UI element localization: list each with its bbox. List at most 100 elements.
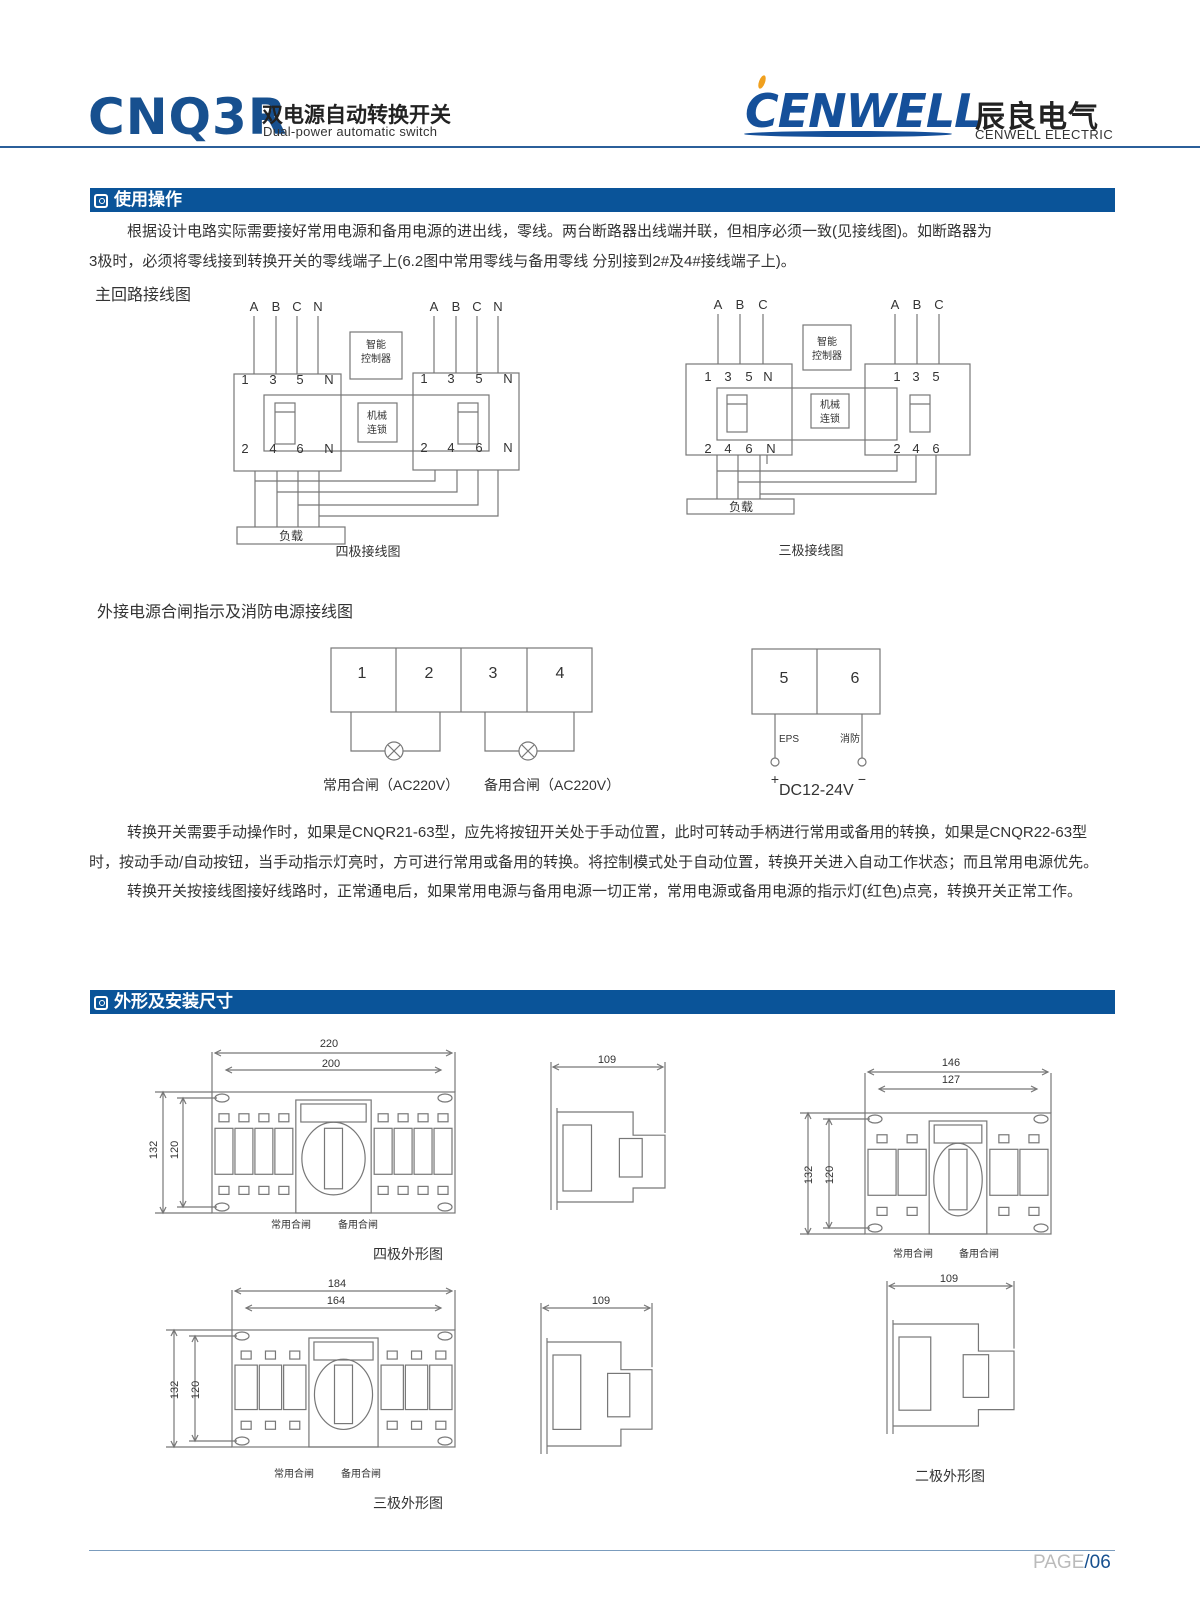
screw xyxy=(417,1185,429,1195)
screw xyxy=(998,1206,1010,1216)
paragraph-line: 根据设计电路实际需要接好常用电源和备用电源的进出线，零线。两台断路器出线端并联，… xyxy=(127,223,992,240)
terminal-label: 2 xyxy=(425,665,434,682)
eps-label: EPS xyxy=(779,734,799,745)
screw xyxy=(876,1206,888,1216)
pole-module xyxy=(283,1364,307,1411)
screw xyxy=(238,1185,250,1195)
breaker-right xyxy=(412,372,520,471)
wire xyxy=(738,455,917,483)
pole-module xyxy=(258,1364,283,1411)
screw xyxy=(417,1113,429,1123)
lamp-icon xyxy=(384,741,404,761)
arrowhead xyxy=(887,1282,896,1290)
screw xyxy=(437,1185,449,1195)
phase-label: B xyxy=(452,299,461,314)
interlock-label: 连锁 xyxy=(820,412,840,425)
logo-mark-icon xyxy=(744,75,952,137)
intro-paragraph: 根据设计电路实际需要接好常用电源和备用电源的进出线，零线。两台断路器出线端并联，… xyxy=(89,217,1115,276)
interlock-label: 连锁 xyxy=(367,423,387,436)
pole-module xyxy=(1019,1148,1049,1196)
dim-label: 220 xyxy=(320,1038,338,1050)
page-number: PAGE/06 xyxy=(1033,1552,1111,1573)
arrowhead xyxy=(825,1221,833,1230)
wire xyxy=(760,455,937,495)
phase-label: B xyxy=(272,299,281,314)
terminal-point xyxy=(857,757,867,767)
rotary-dial xyxy=(301,1121,366,1196)
side-outline xyxy=(557,1111,666,1203)
screw xyxy=(410,1420,423,1430)
pole-module xyxy=(867,1148,897,1196)
arrowhead xyxy=(825,1117,833,1126)
rotary-dial xyxy=(933,1142,983,1217)
terminal-label: N xyxy=(766,441,775,456)
arrowhead xyxy=(213,1049,222,1057)
dim-label: 127 xyxy=(942,1074,960,1086)
product-title-en: Dual-power automatic switch xyxy=(263,124,438,139)
arrowhead xyxy=(877,1085,886,1093)
screw xyxy=(906,1134,918,1144)
dc-voltage-label: DC12-24V xyxy=(779,782,854,799)
paragraph: 转换开关按接线图接好线路时，正常通电后，如果常用电源与备用电源一切正常，常用电源… xyxy=(127,883,1082,900)
side-handle xyxy=(606,1372,631,1418)
screw xyxy=(437,1113,449,1123)
two-pole-outline-caption: 二极外形图 xyxy=(915,1468,985,1484)
rotary-dial xyxy=(313,1358,374,1431)
terminal-label: 6 xyxy=(296,441,303,456)
arrowhead xyxy=(244,1304,253,1312)
terminal-block-5-6 xyxy=(751,648,881,715)
backup-close-lamp-label: 备用合闸（AC220V） xyxy=(484,777,620,793)
handle xyxy=(948,1148,968,1211)
phase-label: N xyxy=(493,299,502,314)
dim-label: 120 xyxy=(190,1381,202,1399)
terminal-label: 3 xyxy=(447,371,454,386)
breaker-left xyxy=(685,363,793,456)
brand-logo xyxy=(740,70,970,140)
terminal-label: 1 xyxy=(241,372,248,387)
screw xyxy=(410,1350,423,1360)
pole-module xyxy=(413,1127,433,1175)
arrowhead xyxy=(1041,1068,1050,1076)
external-wiring-title: 外接电源合闸指示及消防电源接线图 xyxy=(97,603,353,621)
controller-label: 智能 xyxy=(817,335,837,348)
screw xyxy=(218,1113,230,1123)
dim-label: 120 xyxy=(824,1166,836,1184)
terminal-label: 1 xyxy=(704,369,711,384)
controller-box xyxy=(802,324,852,371)
screw xyxy=(998,1134,1010,1144)
terminal-label: 2 xyxy=(241,441,248,456)
interlock-box xyxy=(810,393,850,429)
dim-label: 146 xyxy=(942,1057,960,1069)
terminal-label: 4 xyxy=(912,441,919,456)
terminal-label: 2 xyxy=(420,440,427,455)
lamp-icon xyxy=(521,744,535,758)
fire-label: 消防 xyxy=(840,732,860,745)
plus-sign: + xyxy=(771,771,779,787)
arrowhead xyxy=(159,1090,167,1099)
mount-hole xyxy=(437,1093,453,1103)
arrowhead xyxy=(224,1066,233,1074)
terminal-label: 4 xyxy=(724,441,731,456)
terminal-label: 6 xyxy=(851,670,860,687)
load-label: 负载 xyxy=(729,500,753,514)
wire xyxy=(298,470,479,506)
pole-module xyxy=(897,1148,927,1196)
screw xyxy=(435,1420,447,1430)
breaker-left xyxy=(233,373,342,472)
load-label: 负载 xyxy=(279,529,303,543)
phase-label: N xyxy=(313,299,322,314)
pole-module xyxy=(214,1127,234,1175)
terminal-label: 5 xyxy=(296,372,303,387)
paragraph-line: 3极时，必须将零线接到转换开关的零线端子上(6.2图中常用零线与备用零线 分别接… xyxy=(89,252,796,270)
terminal-label: 4 xyxy=(556,665,565,682)
screw xyxy=(876,1134,888,1144)
screw xyxy=(218,1185,230,1195)
lamp-wire xyxy=(537,712,575,752)
lamp-wire xyxy=(403,712,441,752)
phase-label: C xyxy=(472,299,481,314)
four-pole-outline-caption: 四极外形图 xyxy=(373,1246,443,1262)
phase-label: A xyxy=(891,297,900,312)
pole-module xyxy=(234,1127,254,1175)
load-box xyxy=(686,498,795,515)
terminal-label: 1 xyxy=(893,369,900,384)
